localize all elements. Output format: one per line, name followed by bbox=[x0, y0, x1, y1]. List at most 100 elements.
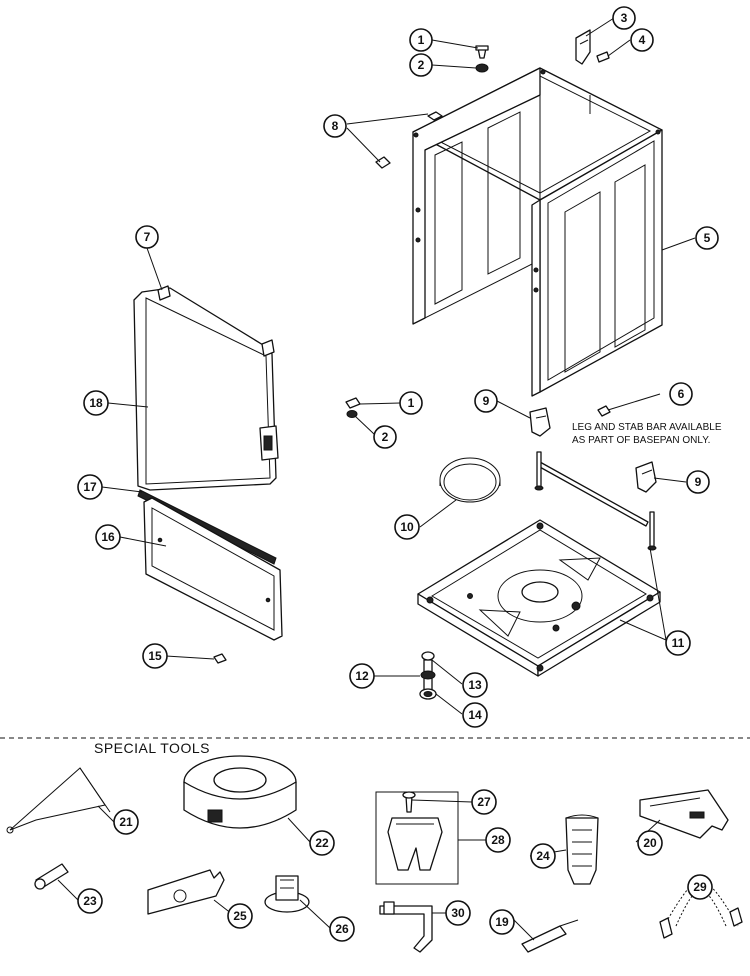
callout-17: 17 bbox=[77, 474, 103, 500]
callout-28: 28 bbox=[485, 827, 511, 853]
svg-text:9: 9 bbox=[483, 394, 490, 408]
leader-lines bbox=[57, 17, 696, 941]
callout-29: 29 bbox=[687, 874, 713, 900]
svg-text:10: 10 bbox=[400, 520, 414, 534]
callout-10: 10 bbox=[394, 514, 420, 540]
svg-text:30: 30 bbox=[451, 906, 465, 920]
callout-27: 27 bbox=[471, 789, 497, 815]
belt-part-10 bbox=[439, 457, 501, 503]
svg-text:2: 2 bbox=[418, 58, 425, 72]
callout-2-top: 2 bbox=[409, 53, 433, 77]
callout-12: 12 bbox=[349, 663, 375, 689]
tool-26 bbox=[264, 875, 310, 913]
callout-11: 11 bbox=[665, 630, 691, 656]
nut-part-13 bbox=[420, 670, 436, 680]
seal-strip-part-17 bbox=[137, 489, 277, 565]
svg-text:11: 11 bbox=[672, 636, 685, 650]
callout-7: 7 bbox=[135, 225, 159, 249]
svg-text:16: 16 bbox=[101, 530, 115, 544]
svg-text:18: 18 bbox=[89, 396, 103, 410]
top-washer-part-2 bbox=[475, 63, 489, 73]
callout-20: 20 bbox=[637, 830, 663, 856]
tool-28-box bbox=[375, 791, 459, 885]
tool-24 bbox=[565, 814, 599, 885]
stab-bar bbox=[534, 451, 657, 551]
svg-text:5: 5 bbox=[704, 231, 711, 245]
svg-text:27: 27 bbox=[477, 795, 491, 809]
svg-text:1: 1 bbox=[408, 396, 415, 410]
tool-20 bbox=[639, 789, 729, 839]
svg-text:8: 8 bbox=[332, 119, 339, 133]
mid-washer-part-2 bbox=[346, 410, 358, 418]
svg-text:4: 4 bbox=[639, 33, 646, 47]
callout-9-right: 9 bbox=[686, 470, 710, 494]
callout-2-mid: 2 bbox=[373, 425, 397, 449]
callout-9-left: 9 bbox=[474, 389, 498, 413]
tool-25 bbox=[147, 869, 225, 915]
svg-text:9: 9 bbox=[695, 475, 702, 489]
mid-screw-part-1 bbox=[345, 397, 361, 409]
tool-19 bbox=[521, 919, 579, 953]
svg-text:3: 3 bbox=[621, 11, 628, 25]
cabinet bbox=[412, 67, 663, 397]
special-tools-heading: SPECIAL TOOLS bbox=[94, 740, 210, 756]
svg-text:2: 2 bbox=[382, 430, 389, 444]
bracket-right-part-9 bbox=[635, 461, 657, 493]
svg-text:20: 20 bbox=[643, 836, 657, 850]
svg-text:1: 1 bbox=[418, 33, 425, 47]
note-line-1: LEG AND STAB BAR AVAILABLE bbox=[572, 422, 722, 433]
callout-15: 15 bbox=[142, 643, 168, 669]
note-line-2: AS PART OF BASEPAN ONLY. bbox=[572, 435, 710, 446]
svg-text:12: 12 bbox=[355, 669, 369, 683]
screw-part-6 bbox=[597, 405, 611, 417]
svg-text:23: 23 bbox=[83, 894, 97, 908]
svg-text:6: 6 bbox=[678, 387, 685, 401]
tool-23 bbox=[34, 863, 69, 890]
bracket-left-part-9 bbox=[529, 407, 551, 437]
svg-text:17: 17 bbox=[83, 480, 97, 494]
svg-text:29: 29 bbox=[693, 880, 707, 894]
tool-22 bbox=[183, 755, 297, 829]
clip-part-4 bbox=[596, 51, 610, 63]
svg-text:26: 26 bbox=[335, 922, 349, 936]
svg-text:28: 28 bbox=[491, 833, 505, 847]
pad-part-8 bbox=[375, 111, 443, 169]
callout-22: 22 bbox=[309, 830, 335, 856]
callout-3: 3 bbox=[612, 6, 636, 30]
callout-24: 24 bbox=[530, 843, 556, 869]
tool-27 bbox=[402, 791, 416, 813]
callout-13: 13 bbox=[462, 672, 488, 698]
svg-text:7: 7 bbox=[144, 230, 151, 244]
svg-text:13: 13 bbox=[468, 678, 482, 692]
tool-30 bbox=[379, 901, 433, 953]
basepan-part-11 bbox=[417, 519, 661, 677]
tool-21 bbox=[6, 767, 111, 834]
callout-4: 4 bbox=[630, 28, 654, 52]
callout-8: 8 bbox=[323, 114, 347, 138]
callout-25: 25 bbox=[227, 903, 253, 929]
callout-1-mid: 1 bbox=[399, 391, 423, 415]
top-screw-part-1 bbox=[475, 45, 489, 59]
callout-1-top: 1 bbox=[409, 28, 433, 52]
callout-5: 5 bbox=[695, 226, 719, 250]
callout-21: 21 bbox=[113, 809, 139, 835]
callout-6: 6 bbox=[669, 382, 693, 406]
callout-23: 23 bbox=[77, 888, 103, 914]
foot-part-14 bbox=[419, 688, 437, 700]
screw-part-15 bbox=[213, 653, 227, 664]
front-panel-part-18 bbox=[133, 285, 279, 491]
svg-text:19: 19 bbox=[495, 915, 509, 929]
svg-text:25: 25 bbox=[233, 909, 247, 923]
svg-text:24: 24 bbox=[536, 849, 550, 863]
callout-26: 26 bbox=[329, 916, 355, 942]
callout-14: 14 bbox=[462, 702, 488, 728]
svg-text:14: 14 bbox=[468, 708, 482, 722]
svg-text:15: 15 bbox=[148, 649, 162, 663]
svg-text:22: 22 bbox=[315, 836, 329, 850]
callout-30: 30 bbox=[445, 900, 471, 926]
toe-panel-part-16 bbox=[143, 497, 283, 641]
bracket-part-3 bbox=[575, 29, 591, 65]
callout-16: 16 bbox=[95, 524, 121, 550]
callout-18: 18 bbox=[83, 390, 109, 416]
